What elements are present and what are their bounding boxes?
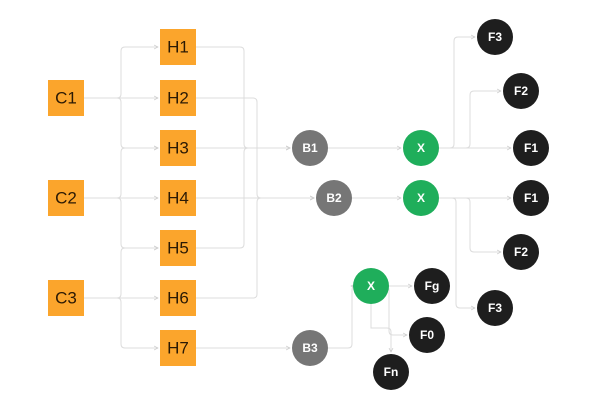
- square-node-shape: [48, 280, 84, 316]
- circle-node-shape: [292, 130, 328, 166]
- node-f1b[interactable]: F1: [513, 180, 549, 216]
- node-f0[interactable]: F0: [409, 317, 445, 353]
- node-label: F2: [514, 245, 528, 259]
- node-f3b[interactable]: F3: [477, 290, 513, 326]
- node-label: F3: [488, 301, 502, 315]
- node-label: Fn: [384, 365, 399, 379]
- node-label: F0: [420, 328, 434, 342]
- node-c2[interactable]: C2: [48, 180, 84, 216]
- square-node-shape: [160, 280, 196, 316]
- circle-node-shape: [373, 354, 409, 390]
- square-node-shape: [160, 180, 196, 216]
- node-b1[interactable]: B1: [292, 130, 328, 166]
- square-node-shape: [160, 130, 196, 166]
- node-h6[interactable]: H6: [160, 280, 196, 316]
- node-h4[interactable]: H4: [160, 180, 196, 216]
- node-fn[interactable]: Fn: [373, 354, 409, 390]
- node-label: B3: [302, 341, 318, 355]
- circle-node-shape: [403, 130, 439, 166]
- square-node-shape: [160, 29, 196, 65]
- edge-c1-h3: [84, 97, 158, 148]
- node-label: X: [417, 191, 425, 205]
- node-label: H1: [167, 38, 189, 57]
- node-label: F2: [514, 84, 528, 98]
- node-c3[interactable]: C3: [48, 280, 84, 316]
- edge-x1-f2a: [439, 91, 501, 149]
- node-label: H6: [167, 289, 189, 308]
- node-label: F3: [488, 30, 502, 44]
- edge-b3-x3: [328, 286, 357, 349]
- circle-node-shape: [292, 330, 328, 366]
- circle-node-shape: [503, 73, 539, 109]
- node-h2[interactable]: H2: [160, 80, 196, 116]
- circle-node-shape: [503, 234, 539, 270]
- node-h3[interactable]: H3: [160, 130, 196, 166]
- square-node-shape: [48, 80, 84, 116]
- node-b2[interactable]: B2: [316, 180, 352, 216]
- edge-x2-f2b: [439, 197, 501, 252]
- node-h1[interactable]: H1: [160, 29, 196, 65]
- node-label: B2: [326, 191, 342, 205]
- circle-node-shape: [353, 268, 389, 304]
- square-node-shape: [48, 180, 84, 216]
- edge-c2-h5: [84, 197, 158, 248]
- edge-c1-h1: [84, 47, 158, 99]
- node-label: H2: [167, 89, 189, 108]
- node-c1[interactable]: C1: [48, 80, 84, 116]
- node-label: H3: [167, 139, 189, 158]
- circle-node-shape: [414, 268, 450, 304]
- node-x1[interactable]: X: [403, 130, 439, 166]
- node-f1a[interactable]: F1: [513, 130, 549, 166]
- square-node-shape: [160, 80, 196, 116]
- node-fg[interactable]: Fg: [414, 268, 450, 304]
- node-label: F1: [524, 141, 538, 155]
- node-label: X: [417, 141, 425, 155]
- node-x3[interactable]: X: [353, 268, 389, 304]
- node-label: B1: [302, 141, 318, 155]
- circle-node-shape: [513, 180, 549, 216]
- square-node-shape: [160, 330, 196, 366]
- node-label: H5: [167, 239, 189, 258]
- node-label: F1: [524, 191, 538, 205]
- circle-node-shape: [477, 19, 513, 55]
- circle-node-shape: [316, 180, 352, 216]
- node-label: H4: [167, 189, 189, 208]
- edge-h6-b2: [196, 198, 314, 299]
- node-x2[interactable]: X: [403, 180, 439, 216]
- edge-x3-fn: [370, 304, 391, 352]
- node-label: C1: [55, 89, 77, 108]
- node-h7[interactable]: H7: [160, 330, 196, 366]
- edge-c2-h3: [84, 148, 158, 199]
- node-label: C2: [55, 189, 77, 208]
- node-h5[interactable]: H5: [160, 230, 196, 266]
- node-label: Fg: [425, 279, 440, 293]
- edge-x2-f3b: [439, 197, 475, 308]
- node-f2a[interactable]: F2: [503, 73, 539, 109]
- node-label: H7: [167, 339, 189, 358]
- edge-c3-h5: [84, 248, 158, 299]
- circle-node-shape: [403, 180, 439, 216]
- circle-node-shape: [477, 290, 513, 326]
- circle-node-shape: [409, 317, 445, 353]
- node-b3[interactable]: B3: [292, 330, 328, 366]
- edge-c3-h7: [84, 297, 158, 348]
- circle-node-shape: [513, 130, 549, 166]
- node-f2b[interactable]: F2: [503, 234, 539, 270]
- square-node-shape: [160, 230, 196, 266]
- node-f3a[interactable]: F3: [477, 19, 513, 55]
- node-label: X: [367, 279, 375, 293]
- node-label: C3: [55, 289, 77, 308]
